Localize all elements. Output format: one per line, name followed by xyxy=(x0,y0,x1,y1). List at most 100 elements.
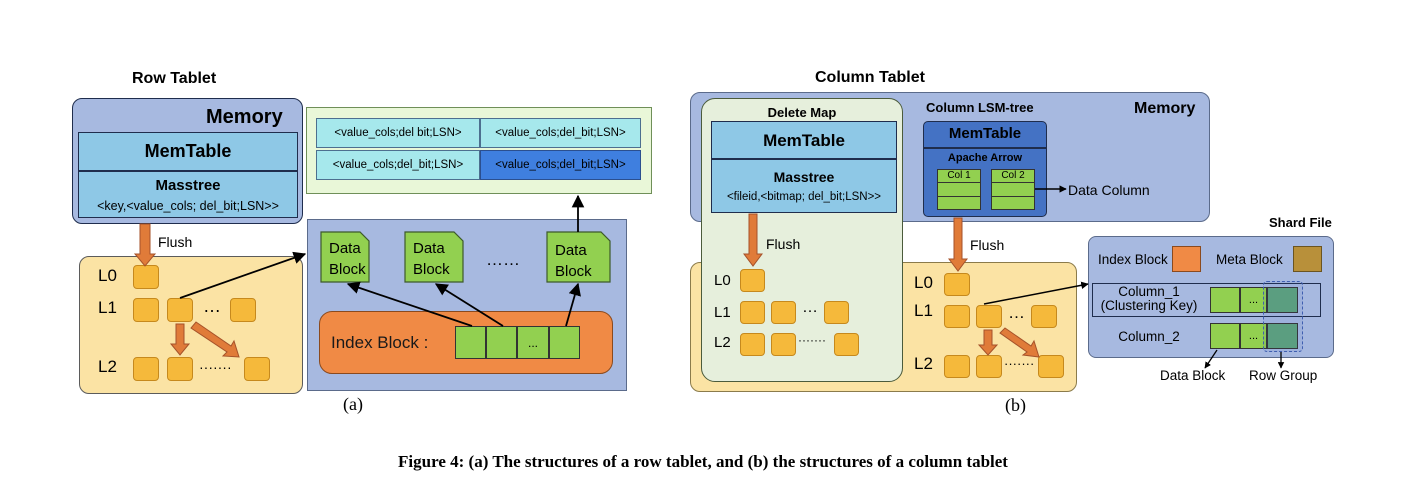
row-l1-ellipsis: … xyxy=(203,296,221,316)
row-sstable-l1-b xyxy=(167,298,193,322)
row-l1-to-sst-arrow xyxy=(179,251,307,299)
col-lsm-sstable-l2-c xyxy=(1038,355,1064,378)
row-data-block-ellipsis: …… xyxy=(486,250,520,269)
col-lsm-sstable-l1-c xyxy=(1031,305,1057,328)
column2-block-1 xyxy=(1210,323,1240,349)
col-dm-l1-ellipsis: … xyxy=(802,299,818,316)
column1-block-3 xyxy=(1267,287,1298,313)
col-dm-sstable-l2-a xyxy=(740,333,765,356)
apache-arrow-label: Apache Arrow xyxy=(947,152,1023,164)
row-level-l0: L0 xyxy=(98,266,117,285)
col-lsm-level-l1: L1 xyxy=(914,301,933,320)
delete-map-label: Delete Map xyxy=(767,105,837,120)
row-sub-label: (a) xyxy=(343,394,363,414)
col-lsm-divider xyxy=(923,147,1047,149)
arrow-col1-row-line-1 xyxy=(937,182,981,183)
row-index-entry-1 xyxy=(455,326,486,359)
col-lsm-level-l2: L2 xyxy=(914,354,933,373)
row-record-cell-3: <value_cols;del_bit;LSN> xyxy=(316,150,480,180)
arrow-col1-row-line-2 xyxy=(937,196,981,197)
col-lsm-flush-arrow xyxy=(948,217,968,272)
col-lsm-label: Column LSM-tree xyxy=(926,100,1034,115)
arrow-col1 xyxy=(937,169,981,210)
row-level-l1: L1 xyxy=(98,298,117,317)
col-dm-masstree-key: <fileid,<bitmap; del_bit;LSN>> xyxy=(726,191,882,203)
row-sstable-l1-c xyxy=(230,298,256,322)
shard-meta-block-label: Meta Block xyxy=(1216,252,1283,267)
col-dm-l2-dots: ······· xyxy=(798,333,826,347)
column1-sub-label: (Clustering Key) xyxy=(1100,298,1198,313)
col-lsm-l2-dots: ······· xyxy=(1004,356,1035,371)
row-index-entry-ellipsis: ... xyxy=(517,326,549,359)
row-index-to-block1-arrow xyxy=(346,281,473,327)
col-dm-masstree-label: Masstree xyxy=(773,169,835,185)
row-data-block-2-label: Data Block xyxy=(413,240,450,278)
row-data-block-3-label: Data Block xyxy=(555,242,592,280)
shard-meta-block-swatch xyxy=(1293,246,1322,272)
col-memory-label: Memory xyxy=(1134,100,1196,117)
row-tablet-title: Row Tablet xyxy=(132,70,217,87)
col-lsm-sstable-l2-b xyxy=(976,355,1002,378)
col-dm-level-l1: L1 xyxy=(714,304,731,321)
col-dm-sstable-l2-b xyxy=(771,333,796,356)
shard-file-label: Shard File xyxy=(1269,215,1332,230)
shard-index-block-swatch xyxy=(1172,246,1201,272)
row-memtable-label: MemTable xyxy=(144,141,232,161)
shard-index-block-label: Index Block xyxy=(1098,252,1168,267)
arrow-col2-row-line-2 xyxy=(991,196,1035,197)
row-compaction-arrows xyxy=(169,321,240,358)
col-dm-memtable-divider xyxy=(711,158,897,160)
col-dm-sstable-l0 xyxy=(740,269,765,292)
column2-label: Column_2 xyxy=(1118,329,1180,344)
col-lsm-memtable-label: MemTable xyxy=(948,125,1022,142)
row-memory-label: Memory xyxy=(206,106,283,128)
column-sub-label: (b) xyxy=(1005,395,1026,415)
row-record-cell-1: <value_cols;del bit;LSN> xyxy=(316,118,480,148)
col-lsm-l1-ellipsis: … xyxy=(1008,303,1025,322)
row-masstree-label: Masstree xyxy=(155,177,221,194)
row-record-cell-4-highlighted: <value_cols;del_bit;LSN> xyxy=(480,150,641,180)
figure-caption: Figure 4: (a) The structures of a row ta… xyxy=(398,452,1008,471)
col-dm-flush-label: Flush xyxy=(766,236,801,252)
row-index-block-label: Index Block : xyxy=(331,333,429,352)
row-l2-dots: ······· xyxy=(199,359,232,375)
data-column-label: Data Column xyxy=(1068,182,1150,198)
row-index-entry-4 xyxy=(549,326,580,359)
col-l1-to-shard-arrow xyxy=(983,281,1089,305)
row-memtable-box xyxy=(78,132,298,218)
shard-data-block-pointer xyxy=(1204,349,1218,369)
row-sstable-l2-b xyxy=(167,357,193,381)
column-tablet-title: Column Tablet xyxy=(815,69,925,86)
col-dm-level-l2: L2 xyxy=(714,334,731,351)
arrow-col1-label: Col 1 xyxy=(947,170,971,181)
col-lsm-compaction-arrows xyxy=(977,327,1040,358)
col-dm-sstable-l1-c xyxy=(824,301,849,324)
column1-label: Column_1 xyxy=(1118,284,1180,299)
col-lsm-sstable-l2-a xyxy=(944,355,970,378)
row-sstable-l2-a xyxy=(133,357,159,381)
col-lsm-flush-label: Flush xyxy=(970,237,1005,253)
row-data-block-1 xyxy=(320,231,370,283)
col-lsm-sstable-l1-a xyxy=(944,305,970,328)
row-level-l2: L2 xyxy=(98,357,117,376)
row-sstable-l1-a xyxy=(133,298,159,322)
col-dm-memtable-box xyxy=(711,121,897,213)
arrow-col2-row-line-1 xyxy=(991,182,1035,183)
col-dm-memtable-label: MemTable xyxy=(763,131,845,150)
row-group-highlight xyxy=(1263,281,1303,352)
col-lsm-sstable-l1-b xyxy=(976,305,1002,328)
column1-block-ellipsis: ... xyxy=(1240,287,1267,313)
col-dm-level-l0: L0 xyxy=(714,272,731,289)
col-dm-sstable-l1-a xyxy=(740,301,765,324)
col-dm-sstable-l1-b xyxy=(771,301,796,324)
column2-block-ellipsis: ... xyxy=(1240,323,1267,349)
row-flush-label: Flush xyxy=(158,234,193,250)
row-index-to-block3-arrow xyxy=(565,282,581,327)
shard-row-group-label: Row Group xyxy=(1249,368,1318,383)
row-index-entry-2 xyxy=(486,326,517,359)
col-dm-sstable-l2-c xyxy=(834,333,859,356)
row-data-block-2 xyxy=(404,231,464,283)
